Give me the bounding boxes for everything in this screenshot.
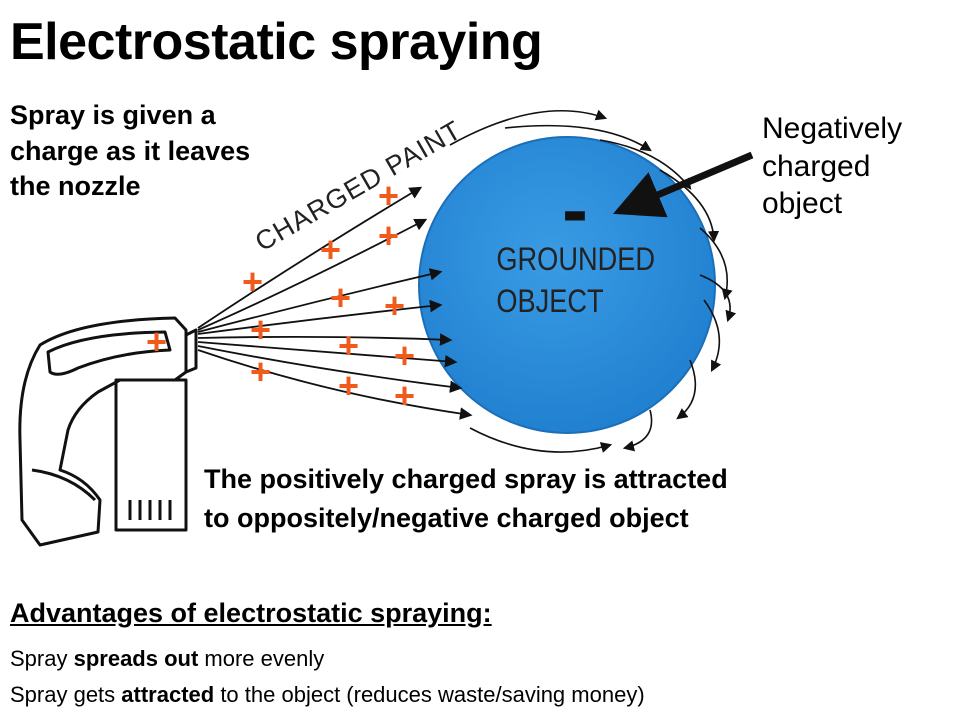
spray-gun [18,316,198,547]
plus-sign: + [338,325,359,366]
advantage-emphasis: spreads out [73,646,199,671]
plus-sign: + [394,375,415,416]
plus-sign: + [378,175,399,216]
negative-label-line: Negatively [762,112,903,145]
negative-pointer-arrow [612,151,754,218]
plus-sign: + [384,285,405,326]
advantage-emphasis: attracted [121,682,215,707]
plus-sign: + [250,351,271,392]
attraction-line: The positively charged spray is attracte… [204,464,728,494]
advantage-text: Spray [10,646,74,671]
wrap-lines [449,109,737,453]
advantage-text: more evenly [198,646,325,671]
negative-label-line: charged [762,149,871,183]
intro-line: the nozzle [10,171,141,202]
negative-object-label: Negatively charged object [762,110,952,223]
advantages-heading: Advantages of electrostatic spraying: [10,598,492,628]
advantage-text: Spray gets [10,682,122,707]
negative-label-line: object [762,187,843,220]
plus-sign: + [242,261,263,302]
grounded-object-label-2: OBJECT [496,284,603,320]
plus-signs: + + + + + + + + + + + + + [146,175,415,416]
attraction-line: to oppositely/negative charged object [204,503,689,534]
plus-sign: + [394,335,415,376]
plus-sign: + [146,321,167,362]
grounded-object-label-1: GROUNDED [496,242,655,278]
advantage-item: Spray spreads out more evenly [10,646,324,672]
advantage-item: Spray gets attracted to the object (redu… [10,682,645,708]
intro-line: Spray is given a [10,100,216,130]
plus-sign: + [330,277,351,318]
page-title: Electrostatic spraying [10,13,543,71]
plus-sign: + [378,215,399,256]
advantage-text: to the object (reduces waste/saving mone… [214,682,645,707]
minus-sign: - [562,165,588,253]
attraction-text: The positively charged spray is attracte… [204,460,954,538]
plus-sign: + [250,309,271,350]
intro-line: charge as it leaves [10,135,251,166]
plus-sign: + [338,365,359,406]
spray-lines [197,186,473,420]
intro-text: Spray is given a charge as it leaves the… [10,98,360,205]
plus-sign: + [320,229,341,270]
